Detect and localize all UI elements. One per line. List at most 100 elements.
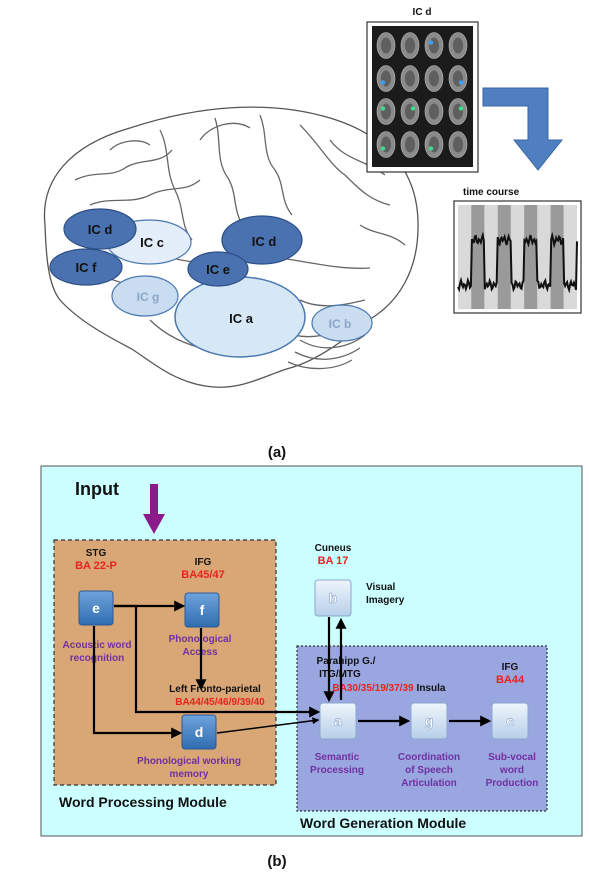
mri-panel: IC d — [366, 7, 479, 173]
node-c-ba: BA44 — [496, 674, 525, 686]
connection-arrows — [92, 600, 492, 739]
arrow-e-to-a — [114, 604, 321, 718]
node-a-ba: BA30/35/19/37/39 — [332, 683, 414, 694]
flow-arrow — [482, 87, 564, 171]
node-a-box — [319, 702, 357, 740]
region-ic-e-label: IC e — [206, 262, 230, 277]
node-c-region: IFG — [502, 662, 519, 673]
mri-title: IC d — [413, 7, 432, 18]
node-b-letter: b — [329, 590, 338, 606]
node-f-region: IFG — [195, 557, 212, 568]
node-e-function-2: recognition — [70, 653, 124, 664]
region-ic-f-shape — [49, 248, 123, 286]
node-f-letter: f — [200, 602, 205, 618]
timecourse-block — [458, 205, 472, 309]
node-g-region: Insula — [417, 683, 446, 694]
node-b-function-2: Imagery — [366, 595, 405, 606]
activation-spot — [380, 106, 386, 111]
node-d-region: Left Fronto-parietal — [169, 684, 261, 695]
mri-slice-core — [405, 37, 415, 54]
timecourse-title: time course — [463, 187, 520, 198]
node-f-ba: BA45/47 — [181, 569, 224, 581]
mri-slice-grid — [376, 32, 468, 158]
node-a-function-2: Processing — [310, 765, 364, 776]
region-ic-g-label: IC g — [137, 290, 160, 304]
node-d-function-2: memory — [170, 769, 209, 780]
word-processing-module — [53, 539, 277, 786]
mri-slice-core — [453, 37, 463, 54]
node-c-function-3: Production — [486, 778, 539, 789]
mri-slice-core — [405, 70, 415, 87]
panel-a: IC d IC c IC f IC d IC e IC g IC a IC b … — [43, 7, 582, 461]
mri-slice-core — [405, 103, 415, 120]
arrow-d-to-a — [216, 717, 320, 734]
arrow-e-to-d — [92, 626, 183, 739]
node-b-function-1: Visual — [366, 582, 395, 593]
timecourse-line — [457, 231, 578, 294]
region-ic-b-shape — [311, 304, 373, 342]
node-a-letter: a — [334, 713, 342, 729]
node-e-box — [78, 590, 114, 626]
region-ic-g-shape — [111, 275, 179, 317]
mri-slice-core — [429, 103, 439, 120]
activation-spot — [458, 106, 464, 111]
node-b-region: Cuneus — [315, 543, 352, 554]
node-c-box — [491, 702, 529, 740]
module-right-label: Word Generation Module — [300, 815, 466, 831]
timecourse-block — [484, 205, 498, 309]
region-ic-b-label: IC b — [329, 317, 352, 331]
region-ic-d-label: IC d — [88, 222, 113, 237]
activation-spot — [428, 146, 434, 151]
node-c-function-1: Sub-vocal — [488, 752, 536, 763]
mri-slice-core — [453, 136, 463, 153]
node-g-letter: g — [425, 713, 434, 729]
timecourse-block — [537, 205, 551, 309]
node-e-function-1: Acoustic word — [63, 640, 132, 651]
node-c-function-2: word — [499, 765, 524, 776]
region-ic-f-label: IC f — [76, 260, 98, 275]
node-d-ba: BA44/45/46/9/39/40 — [175, 697, 265, 708]
caption-a: (a) — [268, 444, 286, 461]
node-b-ba: BA 17 — [318, 555, 349, 567]
timecourse-block — [550, 205, 564, 309]
timecourse-panel — [453, 200, 582, 314]
timecourse-block — [524, 205, 538, 309]
mri-slice-core — [405, 136, 415, 153]
node-g-function-2: of Speech — [405, 765, 453, 776]
region-ic-a-label: IC a — [229, 311, 254, 326]
region-ic-c-label: IC c — [140, 235, 164, 250]
panel-b: Input STG BA 22-P e Acoustic word recogn… — [40, 465, 583, 870]
input-arrow — [143, 514, 165, 534]
activation-spot — [380, 80, 386, 85]
node-a-function-1: Semantic — [315, 752, 360, 763]
region-ic-d2-shape — [221, 215, 303, 265]
node-c-letter: c — [506, 713, 514, 729]
input-label: Input — [75, 479, 119, 499]
mri-slice-core — [381, 103, 391, 120]
region-ic-d-label-2: IC d — [252, 234, 277, 249]
activation-spot — [458, 80, 464, 85]
region-ic-d1-shape — [63, 208, 137, 250]
mri-slice-core — [381, 37, 391, 54]
mri-slice-core — [453, 103, 463, 120]
node-d-function-1: Phonological working — [137, 756, 241, 767]
timecourse-block — [563, 205, 577, 309]
node-e-ba: BA 22-P — [75, 560, 117, 572]
caption-b: (b) — [267, 853, 286, 870]
timecourse-block — [510, 205, 525, 309]
node-e-letter: e — [92, 600, 100, 616]
node-b-box — [314, 579, 352, 617]
node-e-region: STG — [86, 548, 107, 559]
node-d-letter: d — [195, 724, 204, 740]
node-a-region-1: Parahipp G./ — [317, 656, 376, 667]
activation-spot — [380, 146, 386, 151]
timecourse-block — [497, 205, 511, 309]
mri-slice-core — [429, 37, 439, 54]
module-left-label: Word Processing Module — [59, 794, 227, 810]
activation-spot — [428, 40, 434, 45]
node-g-function-1: Coordination — [398, 752, 460, 763]
mri-slice-core — [429, 70, 439, 87]
timecourse-block — [471, 205, 485, 309]
node-g-box — [410, 702, 448, 740]
node-g-function-3: Articulation — [401, 778, 457, 789]
